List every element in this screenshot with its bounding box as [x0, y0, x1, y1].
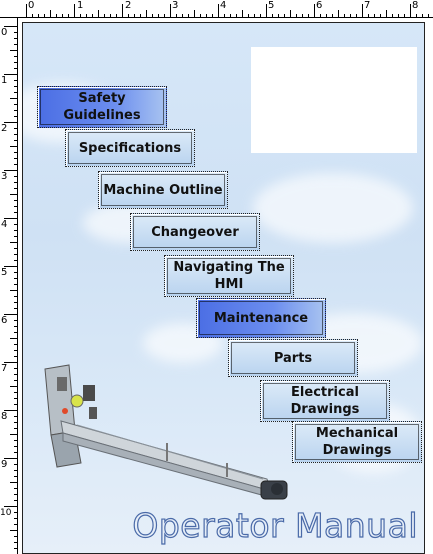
nav-button-navigating-the-hmi[interactable]: Navigating The HMI: [164, 255, 294, 297]
image-placeholder: [251, 47, 417, 153]
nav-button-maintenance[interactable]: Maintenance: [196, 298, 326, 338]
ruler-label: 3: [1, 171, 8, 182]
ruler-label: 2: [125, 0, 132, 11]
nav-button-specifications[interactable]: Specifications: [65, 129, 195, 167]
nav-button-label: Safety Guidelines: [63, 91, 141, 123]
left-ruler: 0 1 2 3 4 5 6 7 8 9 10: [0, 18, 18, 554]
nav-button-changeover[interactable]: Changeover: [130, 213, 260, 251]
ruler-label: 8: [412, 0, 419, 11]
ruler-label: 3: [172, 0, 179, 11]
ruler-label: 5: [268, 0, 275, 11]
ruler-label: 7: [364, 0, 371, 11]
ruler-label: 4: [1, 219, 8, 230]
nav-button-label: Mechanical Drawings: [315, 426, 399, 458]
nav-button-label: Maintenance: [213, 310, 309, 326]
conveyor-machine-illustration: [44, 364, 288, 500]
nav-button-machine-outline[interactable]: Machine Outline: [98, 171, 228, 209]
ruler-label: 2: [1, 123, 8, 134]
ruler-label: 0: [28, 0, 35, 11]
ruler-label: 1: [77, 0, 84, 11]
ruler-label: 6: [1, 315, 8, 326]
manual-page: Safety Guidelines Specifications Machine…: [22, 22, 425, 554]
cloud-decoration: [253, 173, 413, 243]
ruler-label: 7: [1, 363, 8, 374]
page-title: Operator Manual: [132, 505, 418, 545]
ruler-label: 10: [0, 508, 12, 518]
ruler-label: 0: [1, 27, 8, 38]
nav-button-label: Electrical Drawings: [290, 385, 360, 417]
nav-button-label: Specifications: [78, 140, 182, 156]
nav-button-label: Changeover: [151, 224, 239, 240]
ruler-label: 4: [220, 0, 227, 11]
top-ruler: 0 1 2 3 4 5 6 7 8: [0, 0, 433, 18]
ruler-label: 8: [1, 411, 8, 422]
ruler-label: 6: [316, 0, 323, 11]
ruler-label: 5: [1, 267, 8, 278]
nav-button-label: Machine Outline: [103, 182, 223, 198]
ruler-label: 1: [1, 75, 8, 86]
nav-button-mechanical-drawings[interactable]: Mechanical Drawings: [292, 421, 422, 463]
nav-button-safety-guidelines[interactable]: Safety Guidelines: [37, 86, 167, 128]
nav-button-label: Parts: [273, 350, 313, 366]
nav-button-label: Navigating The HMI: [173, 260, 285, 292]
ruler-label: 9: [1, 459, 8, 470]
